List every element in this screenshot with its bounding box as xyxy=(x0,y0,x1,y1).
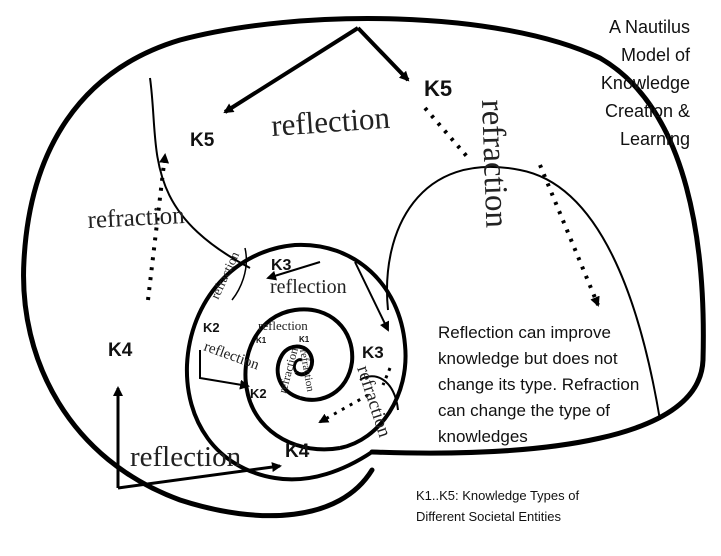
word-reflection-mid: reflection xyxy=(270,276,347,298)
arrow-k2-down xyxy=(199,350,250,390)
legend-line-1: K1..K5: Knowledge Types of xyxy=(416,488,579,503)
label-k1-b: K1 xyxy=(299,335,310,344)
description-line-3: change its type. Refraction xyxy=(438,375,639,394)
arrow-k3-down xyxy=(354,261,390,332)
dotted-arrow-left-up xyxy=(146,153,170,301)
whorl-inner-1 xyxy=(184,242,408,482)
label-k1-a: K1 xyxy=(256,336,267,345)
arrow-bottom-left-right xyxy=(117,462,282,490)
septum-right xyxy=(386,165,661,421)
label-k2-bottom: K2 xyxy=(250,386,267,401)
label-k4-bottom: K4 xyxy=(285,441,310,462)
label-k5-left: K5 xyxy=(190,130,215,151)
description-line-1: Reflection can improve xyxy=(438,323,611,342)
dotted-arrow-k3-k4 xyxy=(318,393,369,424)
word-reflection-top: reflection xyxy=(270,100,391,143)
arrow-top-right xyxy=(356,26,410,82)
description-line-4: can change the type of xyxy=(438,401,610,420)
dotted-arrow-refraction-right xyxy=(538,164,600,307)
septum-inner-top xyxy=(231,247,247,301)
legend-line-2: Different Societal Entities xyxy=(416,509,561,524)
septum-inner-right xyxy=(359,375,399,411)
word-reflection-center: reflection xyxy=(258,318,308,333)
label-k4-left: K4 xyxy=(108,340,133,361)
arrow-top-split xyxy=(223,26,360,114)
label-k2-left: K2 xyxy=(203,320,220,335)
label-k3-right: K3 xyxy=(362,343,384,362)
title-line-4: Creation & xyxy=(605,101,690,121)
whorl-inner-3 xyxy=(275,344,315,400)
diagram-title: A Nautilus Model of Knowledge Creation &… xyxy=(601,17,691,149)
title-line-1: A Nautilus xyxy=(609,17,690,37)
description-block: Reflection can improve knowledge but doe… xyxy=(438,323,639,446)
legend-block: K1..K5: Knowledge Types of Different Soc… xyxy=(416,488,579,524)
title-line-5: Learning xyxy=(620,129,690,149)
dotted-arrow-reflection-top xyxy=(423,106,472,162)
dotted-arrow-k3-right xyxy=(381,367,392,386)
label-k3-top: K3 xyxy=(271,257,292,274)
description-line-2: knowledge but does not xyxy=(438,349,618,368)
description-line-5: knowledges xyxy=(438,427,528,446)
word-refraction-left: refraction xyxy=(87,202,186,234)
title-line-3: Knowledge xyxy=(601,73,690,93)
title-line-2: Model of xyxy=(621,45,691,65)
word-reflection-bottom: reflection xyxy=(130,441,242,473)
whorl-center xyxy=(292,358,303,373)
word-refraction-right: refraction xyxy=(474,99,514,228)
label-k5-right: K5 xyxy=(424,76,452,101)
word-refraction-center: refraction xyxy=(297,348,316,393)
whorl-inner-2 xyxy=(243,307,355,452)
arrow-k3-up xyxy=(266,261,321,281)
